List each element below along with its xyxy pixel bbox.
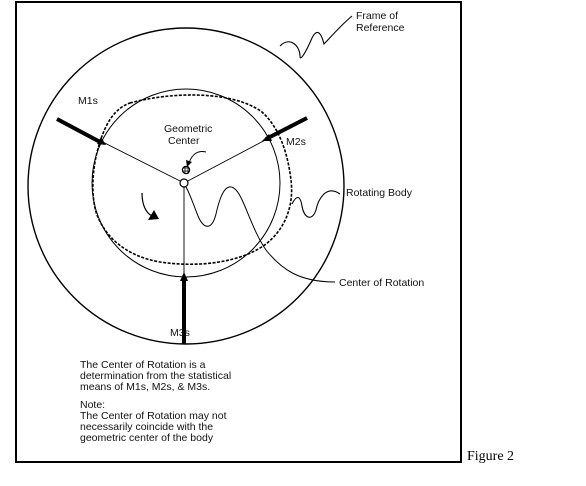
m1s-arrowhead xyxy=(97,137,106,145)
center-of-rotation-leader xyxy=(185,186,336,283)
description-line-1: The Center of Rotation is a xyxy=(80,359,206,371)
figure-caption: Figure 2 xyxy=(467,449,515,464)
rotation-arrowhead xyxy=(148,210,159,220)
note-line-2: necessarily coincide with the xyxy=(80,421,213,433)
rotation-direction-arrow xyxy=(141,192,153,217)
rotating-body-leader xyxy=(291,190,341,218)
description-line-3: means of M1s, M2s, & M3s. xyxy=(80,381,210,393)
label-m1s: M1s xyxy=(78,95,98,107)
description-line-2: determination from the statistical xyxy=(80,370,231,382)
label-rotating-body: Rotating Body xyxy=(346,187,413,199)
geometric-center-point xyxy=(181,165,191,175)
note-line-1: The Center of Rotation may not xyxy=(80,410,227,422)
m3s-arrowhead xyxy=(180,272,188,281)
label-frame-of-reference-1: Frame of xyxy=(356,10,398,22)
m2s-probe xyxy=(265,116,308,141)
note-line-3: geometric center of the body xyxy=(80,432,214,444)
frame-of-reference-leader xyxy=(279,15,353,59)
note-heading: Note: xyxy=(80,399,105,411)
label-m2s: M2s xyxy=(286,136,306,148)
center-of-rotation-point xyxy=(179,178,189,188)
label-center-of-rotation: Center of Rotation xyxy=(339,277,424,289)
m2s-arrowhead xyxy=(262,134,272,141)
label-geometric-center-1: Geometric xyxy=(164,123,212,135)
label-m3s: M3s xyxy=(170,327,190,339)
geometric-center-leader xyxy=(188,151,207,164)
m1s-probe xyxy=(56,117,103,145)
label-geometric-center-2: Center xyxy=(168,135,200,147)
figure-frame xyxy=(15,1,462,463)
label-frame-of-reference-2: Reference xyxy=(356,22,405,34)
rotating-body-outline xyxy=(92,94,293,266)
